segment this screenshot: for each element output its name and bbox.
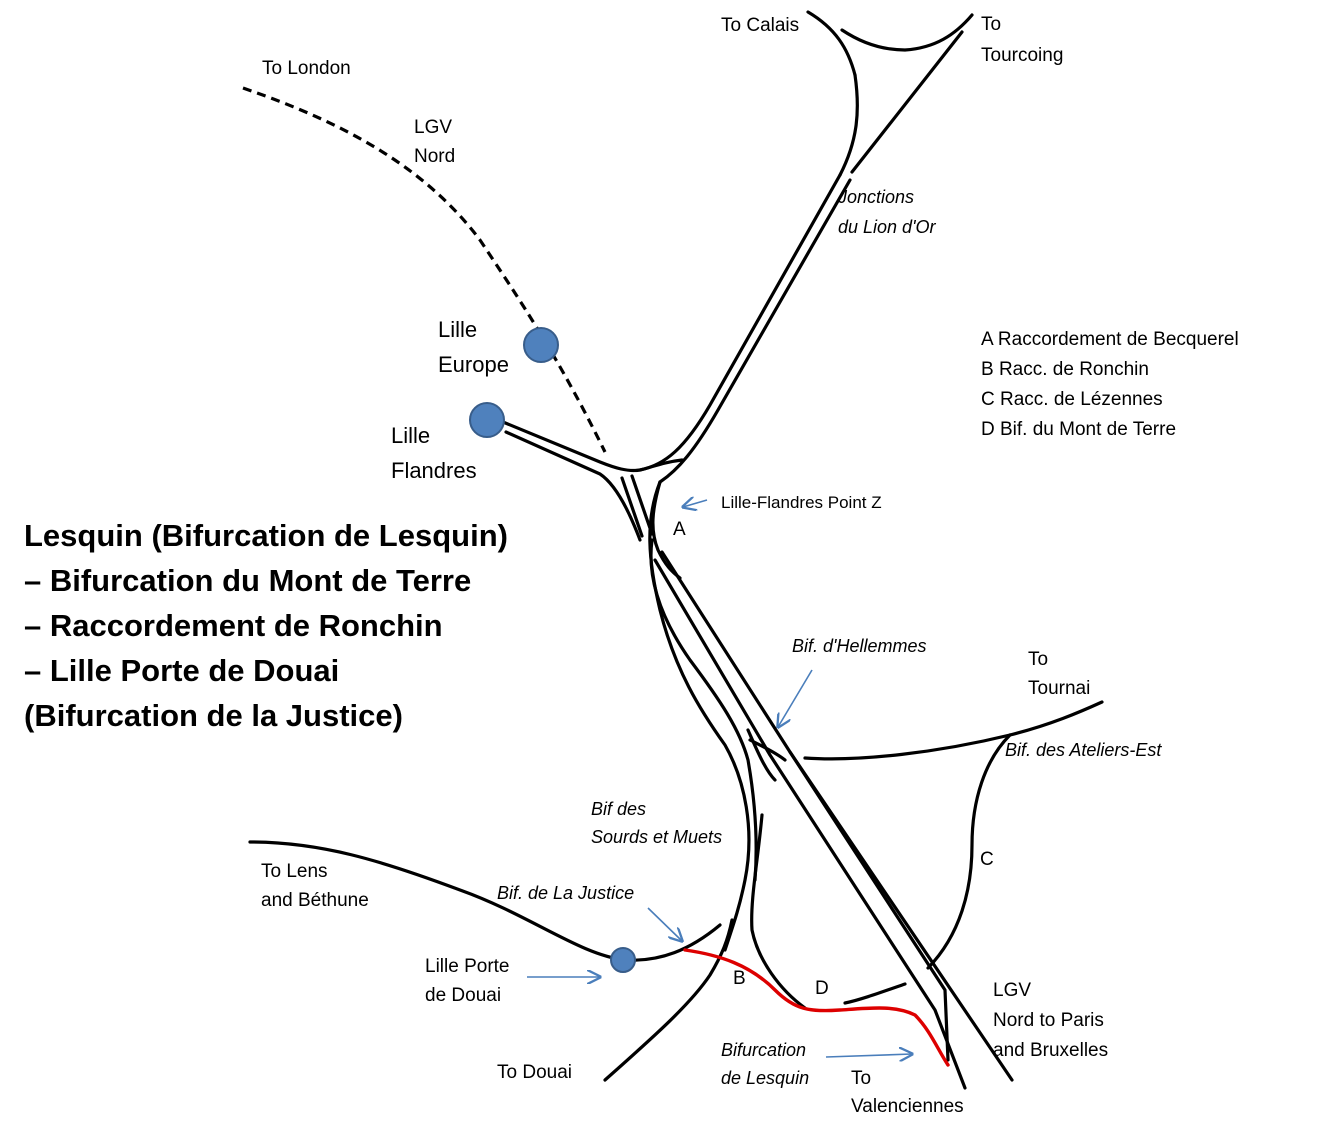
lille-flandres-station-marker bbox=[469, 402, 505, 438]
marker-b: B bbox=[733, 968, 746, 989]
triangle-diagonal-track bbox=[850, 30, 964, 174]
lgv-nord-london-track bbox=[242, 86, 607, 453]
hellemmes-arrow bbox=[778, 669, 813, 727]
porte-de-douai-label-2: de Douai bbox=[425, 985, 501, 1006]
legend-item-b: B Racc. de Ronchin bbox=[981, 359, 1149, 380]
lesquin-label-2: de Lesquin bbox=[721, 1068, 809, 1088]
stations bbox=[469, 327, 636, 973]
sourds-muets-label-1: Bif des bbox=[591, 799, 646, 819]
lgv-paris-label-3: and Bruxelles bbox=[993, 1040, 1108, 1061]
title-line-4: – Lille Porte de Douai bbox=[24, 653, 339, 688]
mont-de-terre-spur bbox=[843, 982, 907, 1005]
triangle-west-track bbox=[838, 73, 859, 177]
title-line-3: – Raccordement de Ronchin bbox=[24, 608, 443, 643]
lgv-paris-label-2: Nord to Paris bbox=[993, 1010, 1104, 1031]
porte-de-douai-label-1: Lille Porte bbox=[425, 956, 510, 977]
western-line-south bbox=[648, 480, 751, 952]
to-lens-label-2: and Béthune bbox=[261, 890, 369, 911]
lens-bethune-line bbox=[248, 840, 722, 962]
marker-c: C bbox=[980, 849, 994, 870]
hellemmes-spur bbox=[746, 728, 777, 782]
lgv-nord-label-1: LGV bbox=[414, 117, 452, 138]
lion-dor-label-1: Jonctions bbox=[837, 187, 914, 207]
lille-flandres-track-1 bbox=[501, 420, 684, 473]
lille-europe-label-1: Lille bbox=[438, 317, 477, 342]
main-line-south-2 bbox=[660, 550, 950, 1062]
tourcoing-track bbox=[840, 13, 974, 52]
sourds-muets-curve bbox=[750, 813, 807, 1010]
tournai-line bbox=[803, 700, 1104, 761]
la-justice-label: Bif. de La Justice bbox=[497, 883, 634, 903]
lille-europe-track-2 bbox=[630, 474, 654, 536]
lille-flandres-label-2: Flandres bbox=[391, 458, 477, 483]
lille-flandres-label-1: Lille bbox=[391, 423, 430, 448]
pointer-arrows bbox=[527, 500, 912, 1057]
lesquin-arrow bbox=[825, 1054, 912, 1057]
lesquin-label-1: Bifurcation bbox=[721, 1040, 806, 1060]
to-tournai-label-2: Tournai bbox=[1028, 678, 1090, 699]
western-inner-line bbox=[649, 538, 758, 882]
lgv-paris-track bbox=[788, 750, 1014, 1082]
calais-track bbox=[806, 10, 857, 77]
legend-item-c: C Racc. de Lézennes bbox=[981, 389, 1163, 410]
legend-item-a: A Raccordement de Becquerel bbox=[981, 329, 1239, 350]
to-valenciennes-label-1: To bbox=[851, 1068, 871, 1089]
lgv-nord-label-2: Nord bbox=[414, 146, 455, 167]
to-london-label: To London bbox=[262, 58, 351, 79]
douai-line bbox=[603, 918, 734, 1082]
point-z-arrow bbox=[683, 500, 708, 507]
marker-d: D bbox=[815, 978, 829, 999]
title-line-1: Lesquin (Bifurcation de Lesquin) bbox=[24, 518, 508, 553]
main-line-lion-dor-2 bbox=[658, 178, 852, 484]
to-tournai-label-1: To bbox=[1028, 649, 1048, 670]
ronchin-highlight-track bbox=[683, 948, 950, 1067]
to-valenciennes-label-2: Valenciennes bbox=[851, 1096, 964, 1117]
lezennes-curve-c bbox=[926, 733, 1012, 970]
to-tourcoing-label-2: Tourcoing bbox=[981, 45, 1063, 66]
lion-dor-label-2: du Lion d'Or bbox=[838, 217, 937, 237]
to-calais-label: To Calais bbox=[721, 15, 799, 36]
to-tourcoing-label-1: To bbox=[981, 14, 1001, 35]
point-z-label: Lille-Flandres Point Z bbox=[721, 493, 882, 512]
lgv-paris-label-1: LGV bbox=[993, 980, 1031, 1001]
sourds-muets-label-2: Sourds et Muets bbox=[591, 827, 722, 847]
tracks bbox=[242, 10, 1104, 1090]
title-line-2: – Bifurcation du Mont de Terre bbox=[24, 563, 471, 598]
la-justice-arrow bbox=[647, 907, 682, 941]
lille-europe-track-1 bbox=[620, 476, 644, 538]
lille-porte-de-douai-station-marker bbox=[610, 947, 636, 973]
ateliers-est-label: Bif. des Ateliers-Est bbox=[1005, 740, 1162, 760]
marker-a: A bbox=[673, 519, 686, 540]
legend: A Raccordement de Becquerel B Racc. de R… bbox=[981, 329, 1239, 440]
hellemmes-label: Bif. d'Hellemmes bbox=[792, 636, 926, 656]
to-lens-label-1: To Lens bbox=[261, 861, 328, 882]
lille-flandres-track-2 bbox=[504, 430, 642, 542]
to-douai-label: To Douai bbox=[497, 1062, 572, 1083]
main-line-south-1 bbox=[653, 558, 967, 1090]
main-line-lion-dor-1 bbox=[638, 173, 842, 472]
lille-europe-station-marker bbox=[523, 327, 559, 363]
diagram-title: Lesquin (Bifurcation de Lesquin) – Bifur… bbox=[24, 518, 508, 733]
legend-item-d: D Bif. du Mont de Terre bbox=[981, 419, 1176, 440]
lille-europe-label-2: Europe bbox=[438, 352, 509, 377]
title-line-5: (Bifurcation de la Justice) bbox=[24, 698, 403, 733]
